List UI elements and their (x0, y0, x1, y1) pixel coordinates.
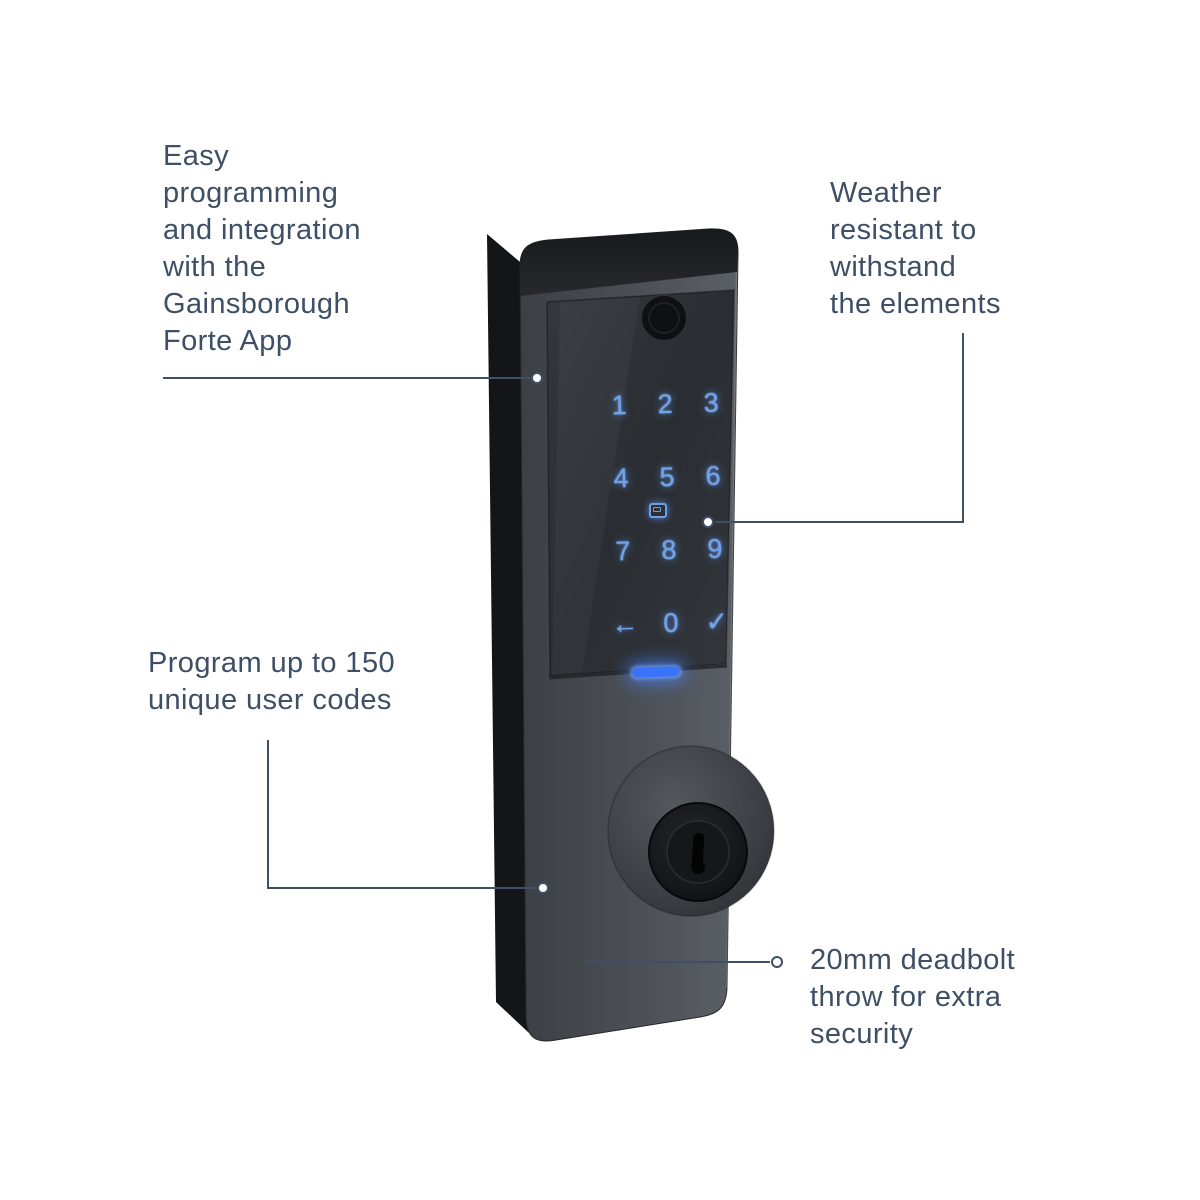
keypad-key-0: 0 (662, 607, 679, 639)
keypad-key-check-icon: ✓ (705, 606, 729, 638)
key-cylinder (607, 745, 775, 917)
keypad-key-6: 6 (705, 460, 721, 492)
lock-top-cap (520, 228, 738, 296)
keypad-key-1: 1 (611, 390, 628, 421)
keypad-key-9: 9 (707, 533, 723, 564)
keypad-key-3: 3 (703, 387, 720, 419)
keypad-key-back-icon: ← (610, 608, 639, 640)
annotation-deadbolt-throw: 20mm deadbolt throw for extra security (810, 944, 1016, 1050)
keypad-key-2: 2 (657, 388, 674, 420)
keypad-key-8: 8 (661, 534, 677, 566)
keypad-key-7: 7 (615, 536, 631, 567)
lock-keypad: 1 2 3 4 5 6 7 8 9 ← 0 ✓ (595, 366, 741, 662)
keypad-key-4: 4 (613, 463, 629, 494)
annotation-app-integration: Easy programming and integration with th… (163, 140, 361, 357)
one-touch-lock-icon (649, 503, 667, 518)
fingerprint-sensor-icon (640, 294, 688, 342)
annotation-user-codes: Program up to 150 unique user codes (148, 647, 395, 716)
status-led (631, 666, 681, 678)
keyhole-icon (691, 832, 705, 874)
annotation-weather-resistant: Weather resistant to withstand the eleme… (830, 177, 1001, 320)
